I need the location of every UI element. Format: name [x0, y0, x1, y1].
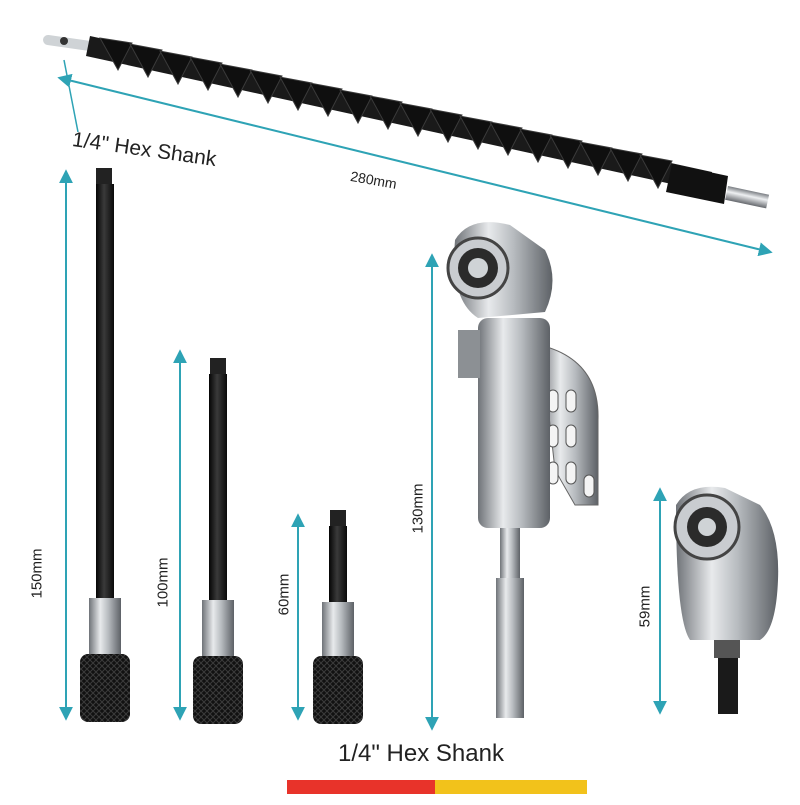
length-label-100mm: 100mm — [154, 557, 172, 608]
dimension-arrow-280 — [57, 73, 773, 257]
flexible-shaft — [43, 35, 770, 209]
extension-bar-150mm — [80, 168, 130, 722]
extension-bar-100mm — [193, 358, 243, 724]
length-label-130mm: 130mm — [409, 483, 427, 534]
extension-bar-60mm — [313, 510, 363, 724]
color-strip-red — [287, 780, 435, 794]
length-label-60mm: 60mm — [275, 573, 293, 616]
color-strip-yellow — [435, 780, 587, 794]
length-label-59mm: 59mm — [636, 585, 654, 628]
hex-shank-label-bottom: 1/4" Hex Shank — [338, 740, 504, 767]
length-label-150mm: 150mm — [28, 548, 46, 599]
angle-adapter-130mm — [446, 222, 599, 718]
angle-adapter-59mm — [673, 486, 779, 714]
